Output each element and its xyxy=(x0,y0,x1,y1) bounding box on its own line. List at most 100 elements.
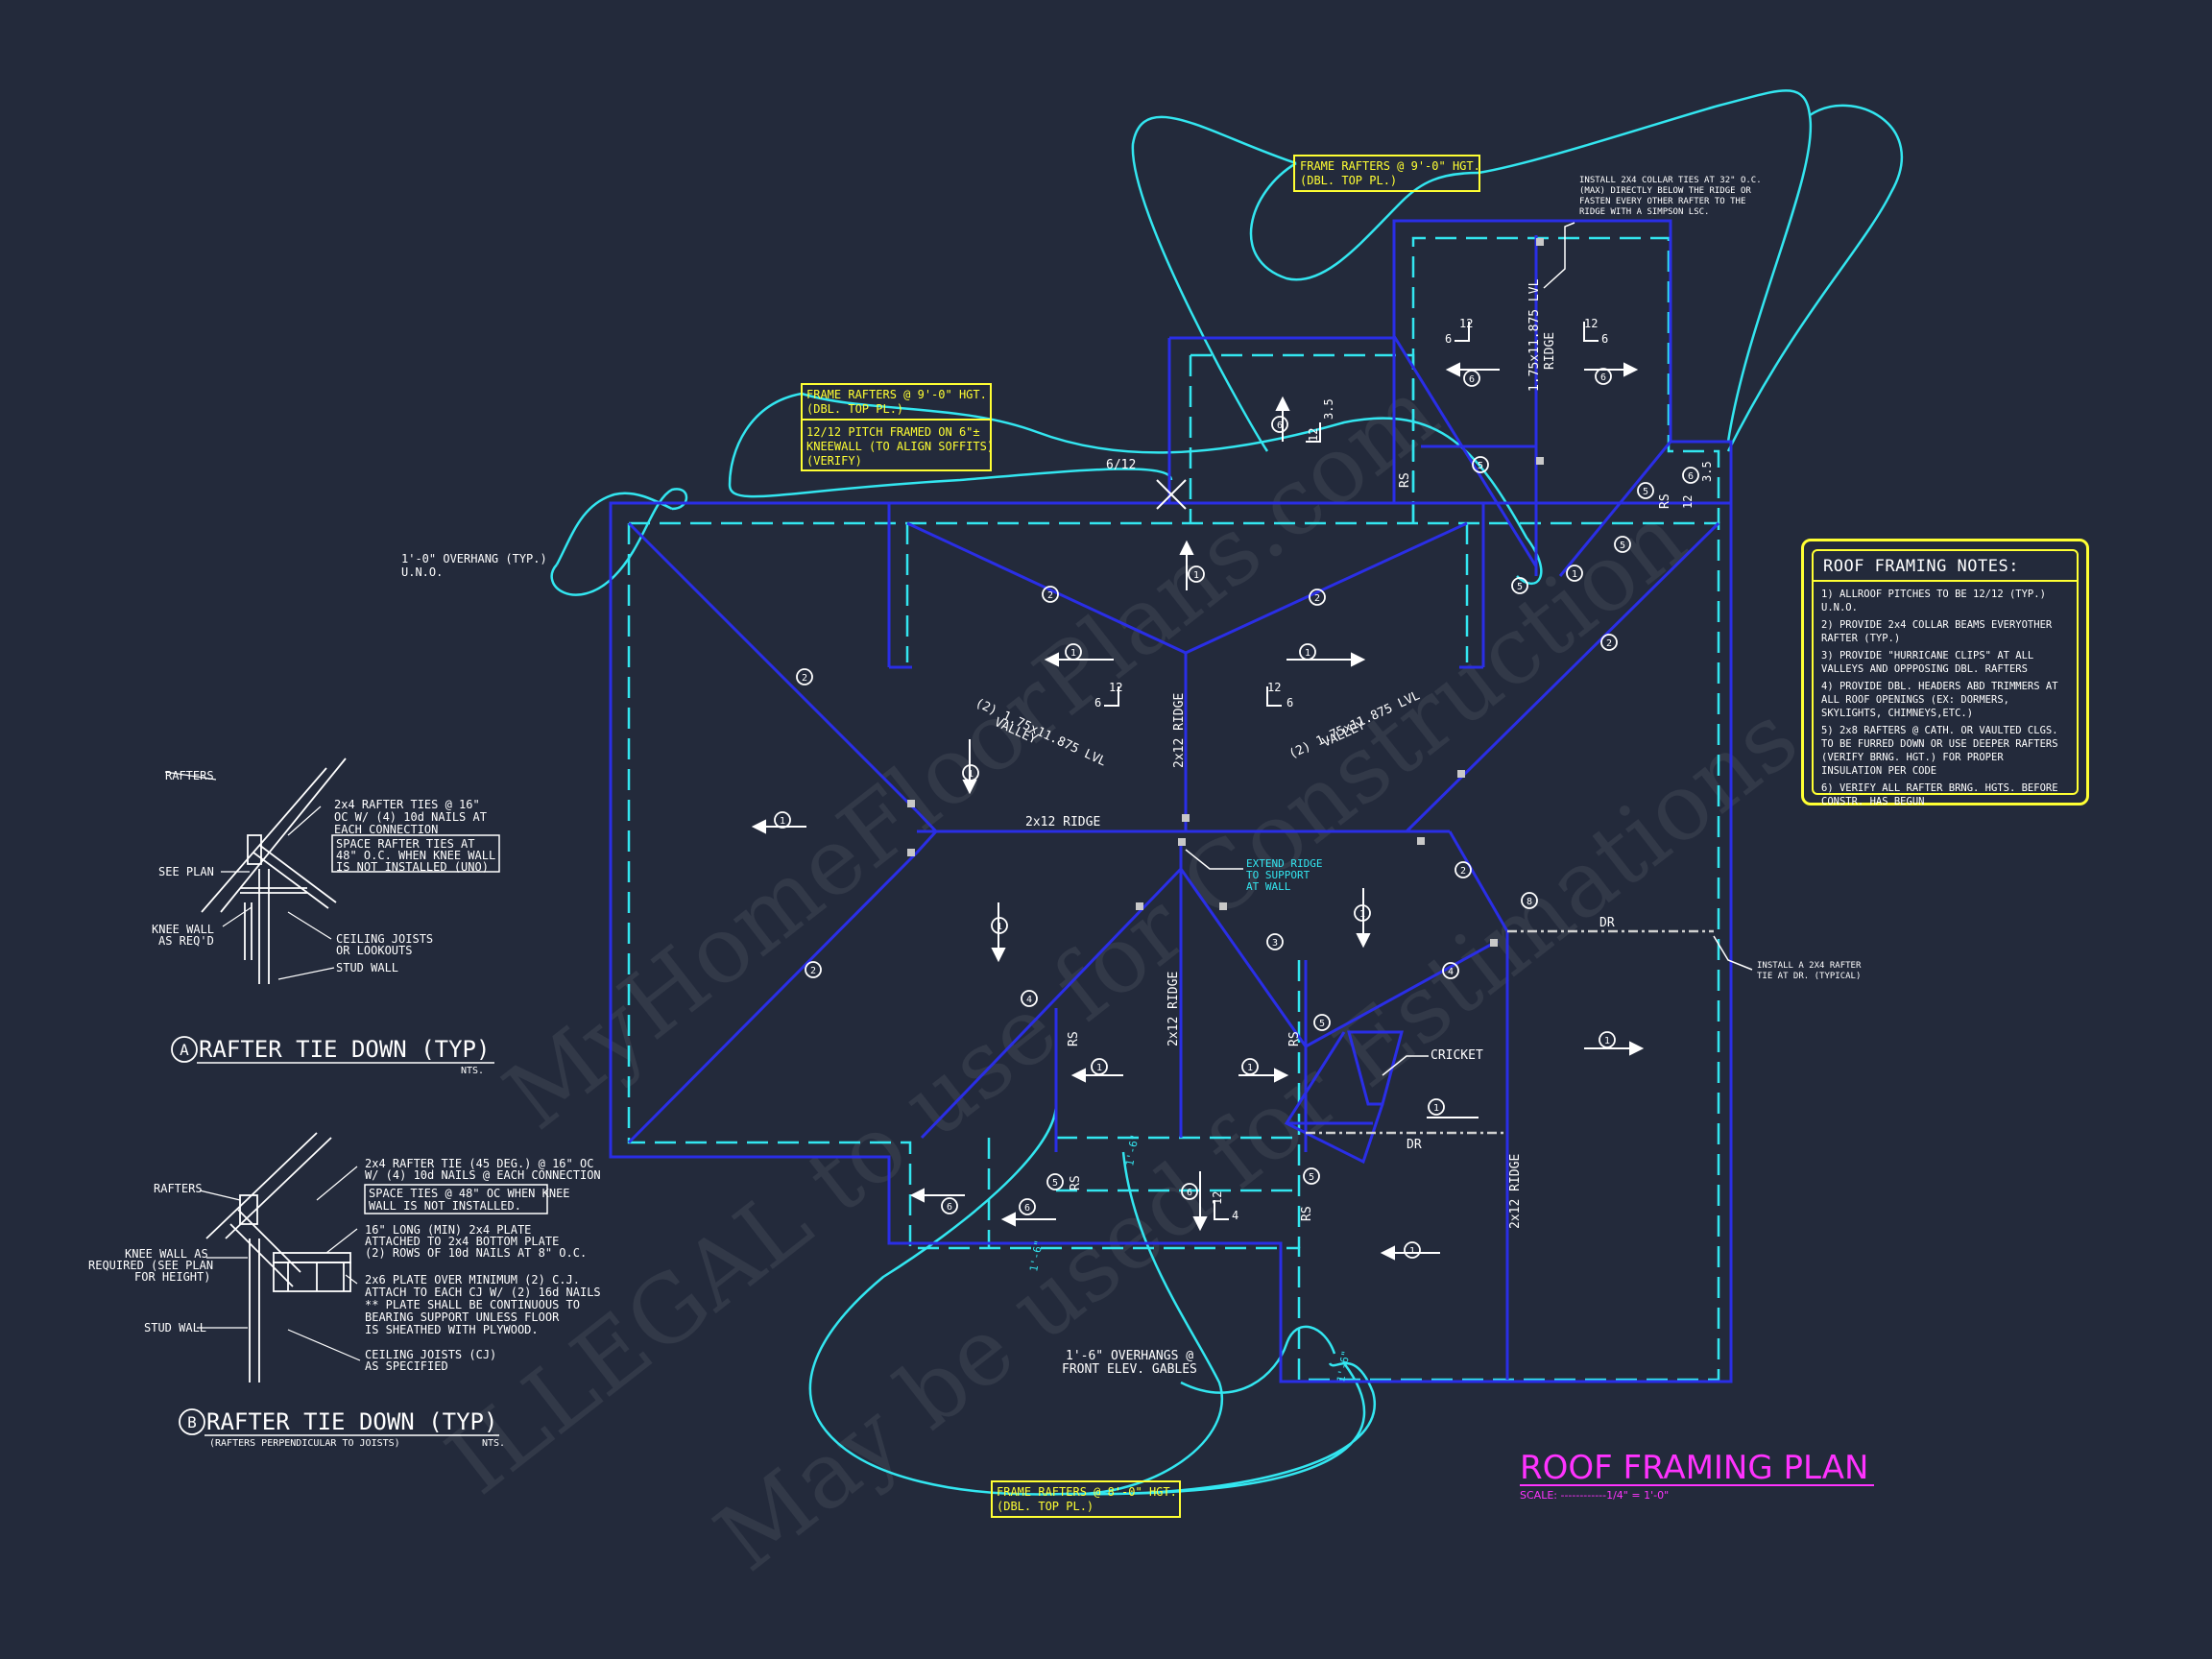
detail-b-tie-2: W/ (4) 10d NAILS @ EACH CONNECTION xyxy=(365,1168,601,1182)
detail-b-plate2-1: 2x6 PLATE OVER MINIMUM (2) C.J. xyxy=(365,1273,580,1286)
note-item: 2) PROVIDE 2x4 COLLAR BEAMS EVERYOTHER R… xyxy=(1821,619,2053,644)
detail-b-marker: B xyxy=(187,1413,197,1431)
callout-kneewall-line-2: KNEEWALL (TO ALIGN SOFFITS) xyxy=(806,440,994,453)
dr-label-lower: DR xyxy=(1407,1138,1422,1152)
plan-scale: SCALE: ------------1/4" = 1'-0" xyxy=(1520,1489,1669,1502)
detail-a-knee-wall-2: AS REQ'D xyxy=(158,934,214,948)
pitch-rise-left: 6 xyxy=(1094,696,1101,709)
rafter-type-2-label: 2 xyxy=(1460,866,1466,877)
rafter-type-2-label: 2 xyxy=(1314,593,1320,604)
callout-cricket: CRICKET xyxy=(1382,1048,1483,1076)
extend-ridge-line-1: EXTEND RIDGE xyxy=(1246,857,1322,870)
detail-b-knee-wall-2: REQUIRED (SEE PLAN xyxy=(88,1259,213,1272)
detail-a-spacing-2: 48" O.C. WHEN KNEE WALL xyxy=(336,849,495,862)
rafter-type-1-label: 1 xyxy=(780,816,785,827)
leader-curve-bottom-c xyxy=(1065,1361,1376,1496)
valley-lower-right xyxy=(1305,939,1499,1048)
callout-left-rafters-line-1: FRAME RAFTERS @ 9'-0" HGT. xyxy=(806,388,987,401)
collar-ties-line-2: (MAX) DIRECTLY BELOW THE RIDGE OR xyxy=(1579,186,1751,196)
callout-bottom-rafters: FRAME RAFTERS @ 8'-0" HGT. (DBL. TOP PL.… xyxy=(991,1480,1181,1518)
rafter-type-6-label: 6 xyxy=(1688,471,1694,482)
rafter-type-6-label: 6 xyxy=(1600,373,1606,383)
detail-a-rafters: RAFTERS xyxy=(165,769,214,782)
overhang-line-1: 1'-0" OVERHANG (TYP.) xyxy=(401,552,547,565)
pitch-symbols xyxy=(1104,322,1599,1220)
detail-b-stud-wall: STUD WALL xyxy=(144,1321,206,1334)
detail-a-ties-3: EACH CONNECTION xyxy=(334,823,438,836)
detail-b-knee-wall-3: FOR HEIGHT) xyxy=(134,1270,210,1284)
rafter-type-5-label: 5 xyxy=(1052,1178,1058,1189)
note-item: 5) 2x8 RAFTERS @ CATH. OR VAULTED CLGS. … xyxy=(1821,725,2058,777)
rs-label-right-gable: RS xyxy=(1287,1031,1302,1046)
rafter-tie-dr-line-1: INSTALL A 2X4 RAFTER xyxy=(1757,961,1862,971)
ridge-label-main: 2x12 RIDGE xyxy=(1025,815,1100,830)
callout-collar-ties: INSTALL 2X4 COLLAR TIES AT 32" O.C. (MAX… xyxy=(1543,176,1762,289)
detail-a-knee-wall-1: KNEE WALL xyxy=(152,923,214,936)
rafter-type-3-marker xyxy=(1266,933,1284,950)
detail-a-marker: A xyxy=(180,1041,189,1059)
rafter-type-1-label: 1 xyxy=(997,922,1002,932)
rafter-type-1-label: 1 xyxy=(1193,570,1199,581)
cricket-label: CRICKET xyxy=(1431,1048,1483,1063)
connection-nodes xyxy=(907,238,1544,947)
pitch-612-label: 6/12 xyxy=(1106,458,1136,472)
rafter-type-2-label: 2 xyxy=(1606,638,1612,649)
pitch-run-tower-left: 12 xyxy=(1459,317,1473,330)
callout-top-rafters: FRAME RAFTERS @ 9'-0" HGT. (DBL. TOP PL.… xyxy=(1293,155,1480,192)
rafter-type-1-label: 1 xyxy=(1433,1103,1439,1114)
note-item: 1) ALLROOF PITCHES TO BE 12/12 (TYP.) U.… xyxy=(1821,589,2046,613)
ridge-label-lower: 2x12 RIDGE xyxy=(1166,972,1181,1046)
leader-curve-top-c xyxy=(1249,161,1479,281)
detail-a-ceiling-2: OR LOOKOUTS xyxy=(336,944,412,957)
extend-ridge-line-3: AT WALL xyxy=(1246,880,1291,893)
pitch-12-bay-label: 12 xyxy=(1211,1191,1224,1205)
rafter-type-numbers: 1 1 1 1 1 1 1 1 1 1 1 1 1 2 2 2 2 2 2 3 … xyxy=(780,373,1694,1257)
note-item: 4) PROVIDE DBL. HEADERS ABD TRIMMERS AT … xyxy=(1821,681,2058,719)
ridge-label-right: 2x12 RIDGE xyxy=(1508,1154,1523,1229)
collar-ties-line-4: RIDGE WITH A SIMPSON LSC. xyxy=(1579,207,1709,217)
rafter-type-markers xyxy=(774,368,1699,1259)
detail-a-title: RAFTER TIE DOWN (TYP) xyxy=(199,1036,490,1063)
roof-framing-notes-inner: ROOF FRAMING NOTES: 1) ALLROOF PITCHES T… xyxy=(1812,549,2079,807)
detail-a: RAFTERS 2x4 RAFTER TIES @ 16" OC W/ (4) … xyxy=(152,757,500,1076)
detail-b: RAFTERS 2x4 RAFTER TIE (45 DEG.) @ 16" O… xyxy=(88,1132,601,1449)
rs-label-tower-2: RS xyxy=(1658,493,1672,509)
detail-b-plate2-5: IS SHEATHED WITH PLYWOOD. xyxy=(365,1323,539,1336)
extend-ridge-line-2: TO SUPPORT xyxy=(1246,869,1310,881)
detail-a-stud-wall: STUD WALL xyxy=(336,961,398,974)
rs-label-tower: RS xyxy=(1398,472,1412,488)
rafter-type-1-label: 1 xyxy=(1604,1036,1610,1046)
detail-b-tie-1: 2x4 RAFTER TIE (45 DEG.) @ 16" OC xyxy=(365,1157,593,1170)
rafter-direction-arrows xyxy=(751,362,1645,1261)
pitch-35-tower-label: 3.5 xyxy=(1700,461,1714,482)
leader-curve-overhang-b xyxy=(555,492,673,565)
rafter-type-4-marker xyxy=(1021,962,1459,1007)
rafter-type-3-label: 3 xyxy=(1272,938,1278,949)
leader-curve-top-b xyxy=(1726,104,1904,452)
ridge-label-center: 2x12 RIDGE xyxy=(1172,693,1187,768)
tower-outline xyxy=(1392,219,1733,503)
rafter-type-1-label: 1 xyxy=(1096,1063,1102,1073)
pitch-rise-tower-right: 6 xyxy=(1601,332,1608,346)
pitch-run-tower-right: 12 xyxy=(1584,317,1598,330)
hip-right-lower xyxy=(1448,830,1509,932)
gable-right xyxy=(1179,868,1308,1047)
hip-bottom-left xyxy=(627,851,919,1144)
detail-a-see-plan: SEE PLAN xyxy=(158,865,214,878)
rafter-type-6-label: 6 xyxy=(1024,1203,1030,1214)
detail-b-ceiling-2: AS SPECIFIED xyxy=(365,1359,448,1373)
leader-curves xyxy=(550,89,1904,1496)
detail-b-plate2-3: ** PLATE SHALL BE CONTINUOUS TO xyxy=(365,1298,580,1311)
tower-ridge-label: RIDGE xyxy=(1543,332,1557,370)
rafter-type-6-label: 6 xyxy=(1187,1188,1192,1198)
note-item: 3) PROVIDE "HURRICANE CLIPS" AT ALL VALL… xyxy=(1821,650,2034,675)
detail-a-ties-1: 2x4 RAFTER TIES @ 16" xyxy=(334,798,480,811)
rafter-type-5-marker xyxy=(1046,456,1654,1190)
leader-curve-top-a xyxy=(1478,89,1813,443)
rafter-type-2-label: 2 xyxy=(810,966,816,976)
rs-label-bay-right: RS xyxy=(1300,1206,1314,1221)
pitch-35-label: 3.5 xyxy=(1322,398,1335,420)
dr-lines xyxy=(1306,929,1714,1135)
